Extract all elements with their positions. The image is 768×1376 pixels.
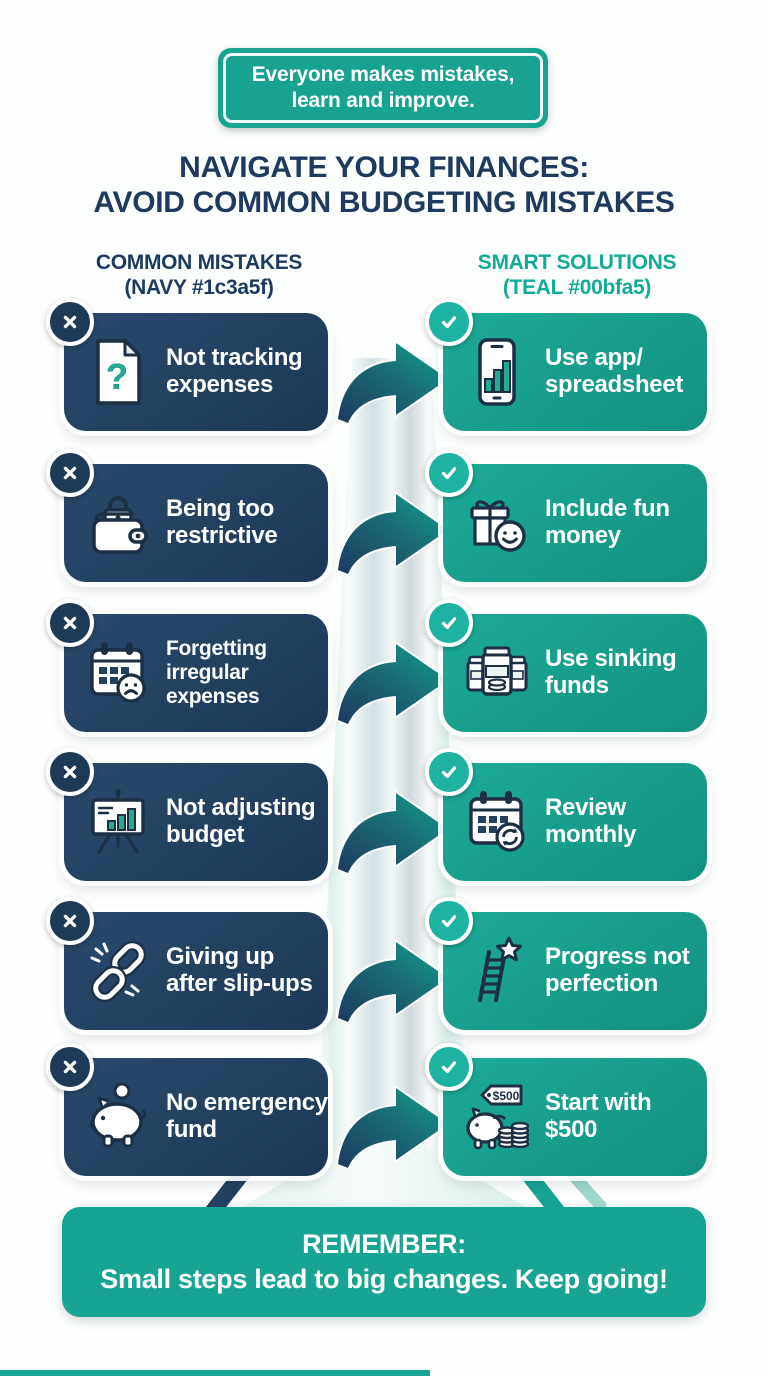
calendar-sad-icon: [86, 636, 150, 710]
curved-arrow-icon: [336, 642, 450, 724]
piggy-tag-icon: $500: [465, 1080, 529, 1154]
chart-board-icon: [86, 785, 150, 859]
curved-arrow-icon: [336, 492, 450, 574]
solution-card-6: $500 Start with: [425, 1043, 707, 1176]
bottom-accent-bar: [0, 1370, 430, 1376]
mistake-text-2: Being too restrictive: [166, 495, 278, 549]
quote-line-2: learn and improve.: [291, 89, 475, 112]
mistakes-header-subtitle: (NAVY #1c3a5f): [124, 276, 274, 300]
solution-card-2: Include fun money: [425, 449, 707, 582]
x-badge-icon: [46, 748, 94, 796]
mistake-text-3: Forgetting irregular expenses: [166, 637, 267, 708]
x-badge-icon: [46, 449, 94, 497]
solution-card-4: Review monthly: [425, 748, 707, 881]
mistake-card-6: No emergency fund: [46, 1043, 328, 1176]
x-badge-icon: [46, 1043, 94, 1091]
check-badge-icon: [425, 449, 473, 497]
mistake-text-1: Not tracking expenses: [166, 344, 303, 398]
solution-card-3: Use sinking funds: [425, 599, 707, 732]
solution-text-1: Use app/ spreadsheet: [545, 344, 684, 398]
footer-line-1: REMEMBER:: [302, 1228, 466, 1259]
page-title: NAVIGATE YOUR FINANCES: AVOID COMMON BUD…: [0, 151, 768, 220]
mistake-card-2: Being too restrictive: [46, 449, 328, 582]
row-6: No emergency fund $500: [0, 1043, 768, 1176]
column-header-solutions: SMART SOLUTIONS (TEAL #00bfa5): [427, 250, 727, 300]
solution-text-6: Start with $500: [545, 1089, 652, 1143]
solution-text-4: Review monthly: [545, 794, 637, 848]
document-question-icon: ? ? ?: [86, 335, 150, 409]
row-2: Being too restrictive: [0, 449, 768, 582]
phone-chart-icon: [465, 335, 529, 409]
row-5: Giving up after slip-ups Progress not pe…: [0, 897, 768, 1030]
row-1: ? ? ? Not tracking expenses: [0, 298, 768, 431]
row-4: Not adjusting budget: [0, 748, 768, 881]
curved-arrow-icon: [336, 1086, 450, 1168]
solution-text-5: Progress not perfection: [545, 943, 690, 997]
x-badge-icon: [46, 298, 94, 346]
x-badge-icon: [46, 897, 94, 945]
title-line-2: AVOID COMMON BUDGETING MISTAKES: [93, 185, 675, 219]
mistake-text-4: Not adjusting budget: [166, 794, 316, 848]
curved-arrow-icon: [336, 791, 450, 873]
quote-line-1: Everyone makes mistakes,: [251, 62, 515, 86]
svg-text:?: ?: [106, 356, 128, 397]
title-line-1: NAVIGATE YOUR FINANCES:: [179, 151, 589, 184]
savings-jars-icon: [465, 636, 529, 710]
curved-arrow-icon: [336, 341, 450, 423]
mistake-text-6: No emergency fund: [166, 1089, 328, 1143]
solution-text-2: Include fun money: [545, 495, 670, 549]
svg-text:$500: $500: [493, 1089, 520, 1103]
locked-wallet-icon: [86, 486, 150, 560]
row-3: Forgetting irregular expenses: [0, 599, 768, 732]
check-badge-icon: [425, 748, 473, 796]
svg-text:?: ?: [106, 356, 128, 397]
check-badge-icon: [425, 298, 473, 346]
broken-chain-icon: [86, 934, 150, 1008]
solutions-header-subtitle: (TEAL #00bfa5): [502, 276, 652, 300]
mistake-card-1: ? ? ? Not tracking expenses: [46, 298, 328, 431]
curved-arrow-icon: [336, 940, 450, 1022]
check-badge-icon: [425, 599, 473, 647]
mistake-card-5: Giving up after slip-ups: [46, 897, 328, 1030]
svg-text:?: ?: [106, 356, 128, 397]
mistake-card-4: Not adjusting budget: [46, 748, 328, 881]
column-header-mistakes: COMMON MISTAKES (NAVY #1c3a5f): [49, 250, 349, 300]
solutions-header-title: SMART SOLUTIONS: [477, 251, 677, 274]
solution-card-5: Progress not perfection: [425, 897, 707, 1030]
mistake-text-5: Giving up after slip-ups: [166, 943, 313, 997]
mistake-card-3: Forgetting irregular expenses: [46, 599, 328, 732]
quote-banner: Everyone makes mistakes, learn and impro…: [218, 48, 548, 128]
piggy-bank-icon: [86, 1080, 150, 1154]
solution-text-3: Use sinking funds: [545, 645, 677, 699]
footer-banner: REMEMBER: Small steps lead to big change…: [62, 1207, 706, 1317]
check-badge-icon: [425, 897, 473, 945]
mistakes-header-title: COMMON MISTAKES: [95, 251, 303, 274]
x-badge-icon: [46, 599, 94, 647]
check-badge-icon: [425, 1043, 473, 1091]
solution-card-1: Use app/ spreadsheet: [425, 298, 707, 431]
gift-smiley-icon: [465, 486, 529, 560]
footer-line-2: Small steps lead to big changes. Keep go…: [100, 1264, 668, 1294]
calendar-refresh-icon: [465, 785, 529, 859]
ladder-star-icon: [465, 934, 529, 1008]
